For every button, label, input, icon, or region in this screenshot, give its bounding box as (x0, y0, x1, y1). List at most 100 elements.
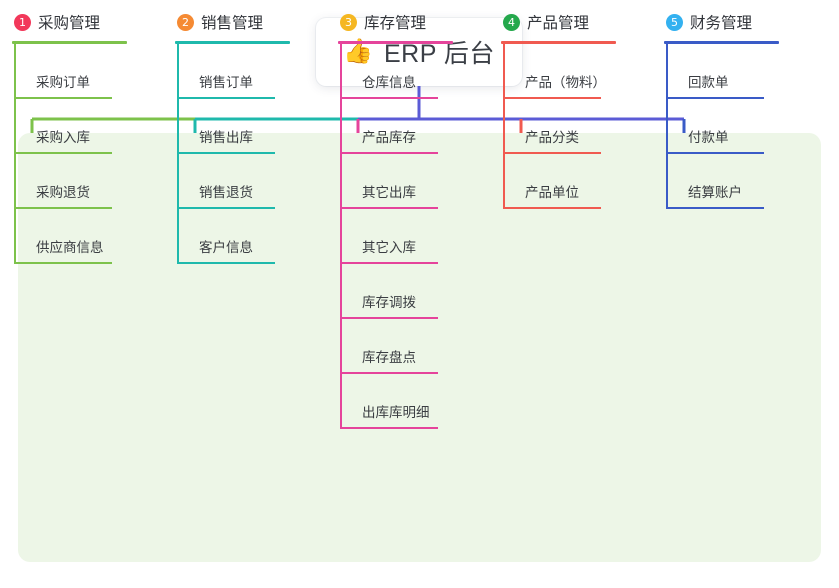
leaf-label: 其它出库 (362, 185, 416, 200)
leaf-spine (177, 44, 179, 264)
leaf-underline (505, 152, 601, 154)
leaf-label: 产品单位 (525, 185, 579, 200)
leaf-underline (179, 262, 275, 264)
leaf-item[interactable]: 供应商信息 (14, 209, 140, 264)
branch-index-badge: 2 (177, 13, 194, 31)
leaf-underline (16, 207, 112, 209)
leaf-underline (668, 207, 764, 209)
branch-column-5: 5 财务管理回款单付款单结算账户 (664, 9, 792, 209)
leaf-label: 采购退货 (36, 185, 90, 200)
leaf-list: 采购订单采购入库采购退货供应商信息 (12, 44, 140, 264)
leaf-underline (179, 97, 275, 99)
leaf-label: 仓库信息 (362, 75, 416, 90)
leaf-item[interactable]: 销售退货 (177, 154, 303, 209)
leaf-label: 回款单 (688, 75, 729, 90)
leaf-underline (16, 152, 112, 154)
leaf-spine (340, 44, 342, 429)
leaf-item[interactable]: 结算账户 (666, 154, 792, 209)
leaf-underline (16, 262, 112, 264)
leaf-item[interactable]: 产品库存 (340, 99, 466, 154)
leaf-label: 采购入库 (36, 130, 90, 145)
leaf-label: 销售出库 (199, 130, 253, 145)
leaf-underline (342, 97, 438, 99)
branch-column-2: 2 销售管理销售订单销售出库销售退货客户信息 (175, 9, 303, 264)
leaf-item[interactable]: 仓库信息 (340, 44, 466, 99)
leaf-spine (666, 44, 668, 209)
leaf-item[interactable]: 产品分类 (503, 99, 629, 154)
leaf-label: 供应商信息 (36, 240, 104, 255)
branch-header-2[interactable]: 2 销售管理 (175, 9, 303, 35)
leaf-item[interactable]: 付款单 (666, 99, 792, 154)
branch-column-3: 3 库存管理仓库信息产品库存其它出库其它入库库存调拨库存盘点出库库明细 (338, 9, 466, 429)
branch-title: 产品管理 (527, 15, 590, 32)
leaf-underline (342, 317, 438, 319)
branch-header-1[interactable]: 1 采购管理 (12, 9, 140, 35)
branch-title: 采购管理 (38, 15, 101, 32)
leaf-list: 回款单付款单结算账户 (664, 44, 792, 209)
leaf-list: 产品（物料） 产品分类产品单位 (501, 44, 629, 209)
leaf-underline (179, 152, 275, 154)
branches-panel (18, 133, 821, 562)
leaf-underline (668, 152, 764, 154)
leaf-list: 仓库信息产品库存其它出库其它入库库存调拨库存盘点出库库明细 (338, 44, 466, 429)
leaf-underline (342, 152, 438, 154)
leaf-list: 销售订单销售出库销售退货客户信息 (175, 44, 303, 264)
leaf-item[interactable]: 库存盘点 (340, 319, 466, 374)
leaf-item[interactable]: 客户信息 (177, 209, 303, 264)
leaf-item[interactable]: 库存调拨 (340, 264, 466, 319)
branch-header-5[interactable]: 5 财务管理 (664, 9, 792, 35)
leaf-label: 付款单 (688, 130, 729, 145)
leaf-item[interactable]: 其它入库 (340, 209, 466, 264)
branch-underline (12, 41, 127, 44)
leaf-item[interactable]: 其它出库 (340, 154, 466, 209)
leaf-spine (14, 44, 16, 264)
leaf-label: 库存盘点 (362, 350, 416, 365)
leaf-label: 采购订单 (36, 75, 90, 90)
branch-index-badge: 3 (340, 13, 357, 31)
branch-index-badge: 5 (666, 13, 683, 31)
leaf-item[interactable]: 回款单 (666, 44, 792, 99)
leaf-label: 结算账户 (688, 185, 742, 200)
leaf-item[interactable]: 出库库明细 (340, 374, 466, 429)
leaf-underline (342, 207, 438, 209)
leaf-label: 销售退货 (199, 185, 253, 200)
branch-title: 财务管理 (690, 15, 753, 32)
leaf-underline (342, 372, 438, 374)
branch-underline (175, 41, 290, 44)
leaf-label: 客户信息 (199, 240, 253, 255)
leaf-item[interactable]: 采购入库 (14, 99, 140, 154)
leaf-underline (505, 207, 601, 209)
leaf-item[interactable]: 销售订单 (177, 44, 303, 99)
leaf-spine (503, 44, 505, 209)
branch-underline (501, 41, 616, 44)
leaf-item[interactable]: 采购订单 (14, 44, 140, 99)
leaf-label: 出库库明细 (362, 405, 430, 420)
branch-index-badge: 1 (14, 13, 31, 31)
leaf-underline (179, 207, 275, 209)
leaf-underline (342, 427, 438, 429)
leaf-item[interactable]: 产品（物料） (503, 44, 629, 99)
leaf-label: 其它入库 (362, 240, 416, 255)
page-title: ERP 后台 (383, 40, 495, 68)
branch-title: 销售管理 (201, 15, 264, 32)
leaf-item[interactable]: 产品单位 (503, 154, 629, 209)
branch-underline (338, 41, 453, 44)
leaf-underline (668, 97, 764, 99)
leaf-item[interactable]: 采购退货 (14, 154, 140, 209)
branch-header-4[interactable]: 4 产品管理 (501, 9, 629, 35)
leaf-underline (342, 262, 438, 264)
leaf-label: 产品分类 (525, 130, 579, 145)
branch-column-1: 1 采购管理采购订单采购入库采购退货供应商信息 (12, 9, 140, 264)
leaf-label: 产品库存 (362, 130, 416, 145)
branch-column-4: 4 产品管理产品（物料） 产品分类产品单位 (501, 9, 629, 209)
branch-header-3[interactable]: 3 库存管理 (338, 9, 466, 35)
leaf-underline (16, 97, 112, 99)
leaf-label: 销售订单 (199, 75, 253, 90)
branch-underline (664, 41, 779, 44)
branch-index-badge: 4 (503, 13, 520, 31)
branch-title: 库存管理 (364, 15, 427, 32)
leaf-underline (505, 97, 601, 99)
leaf-item[interactable]: 销售出库 (177, 99, 303, 154)
leaf-label: 产品（物料） (525, 75, 606, 90)
